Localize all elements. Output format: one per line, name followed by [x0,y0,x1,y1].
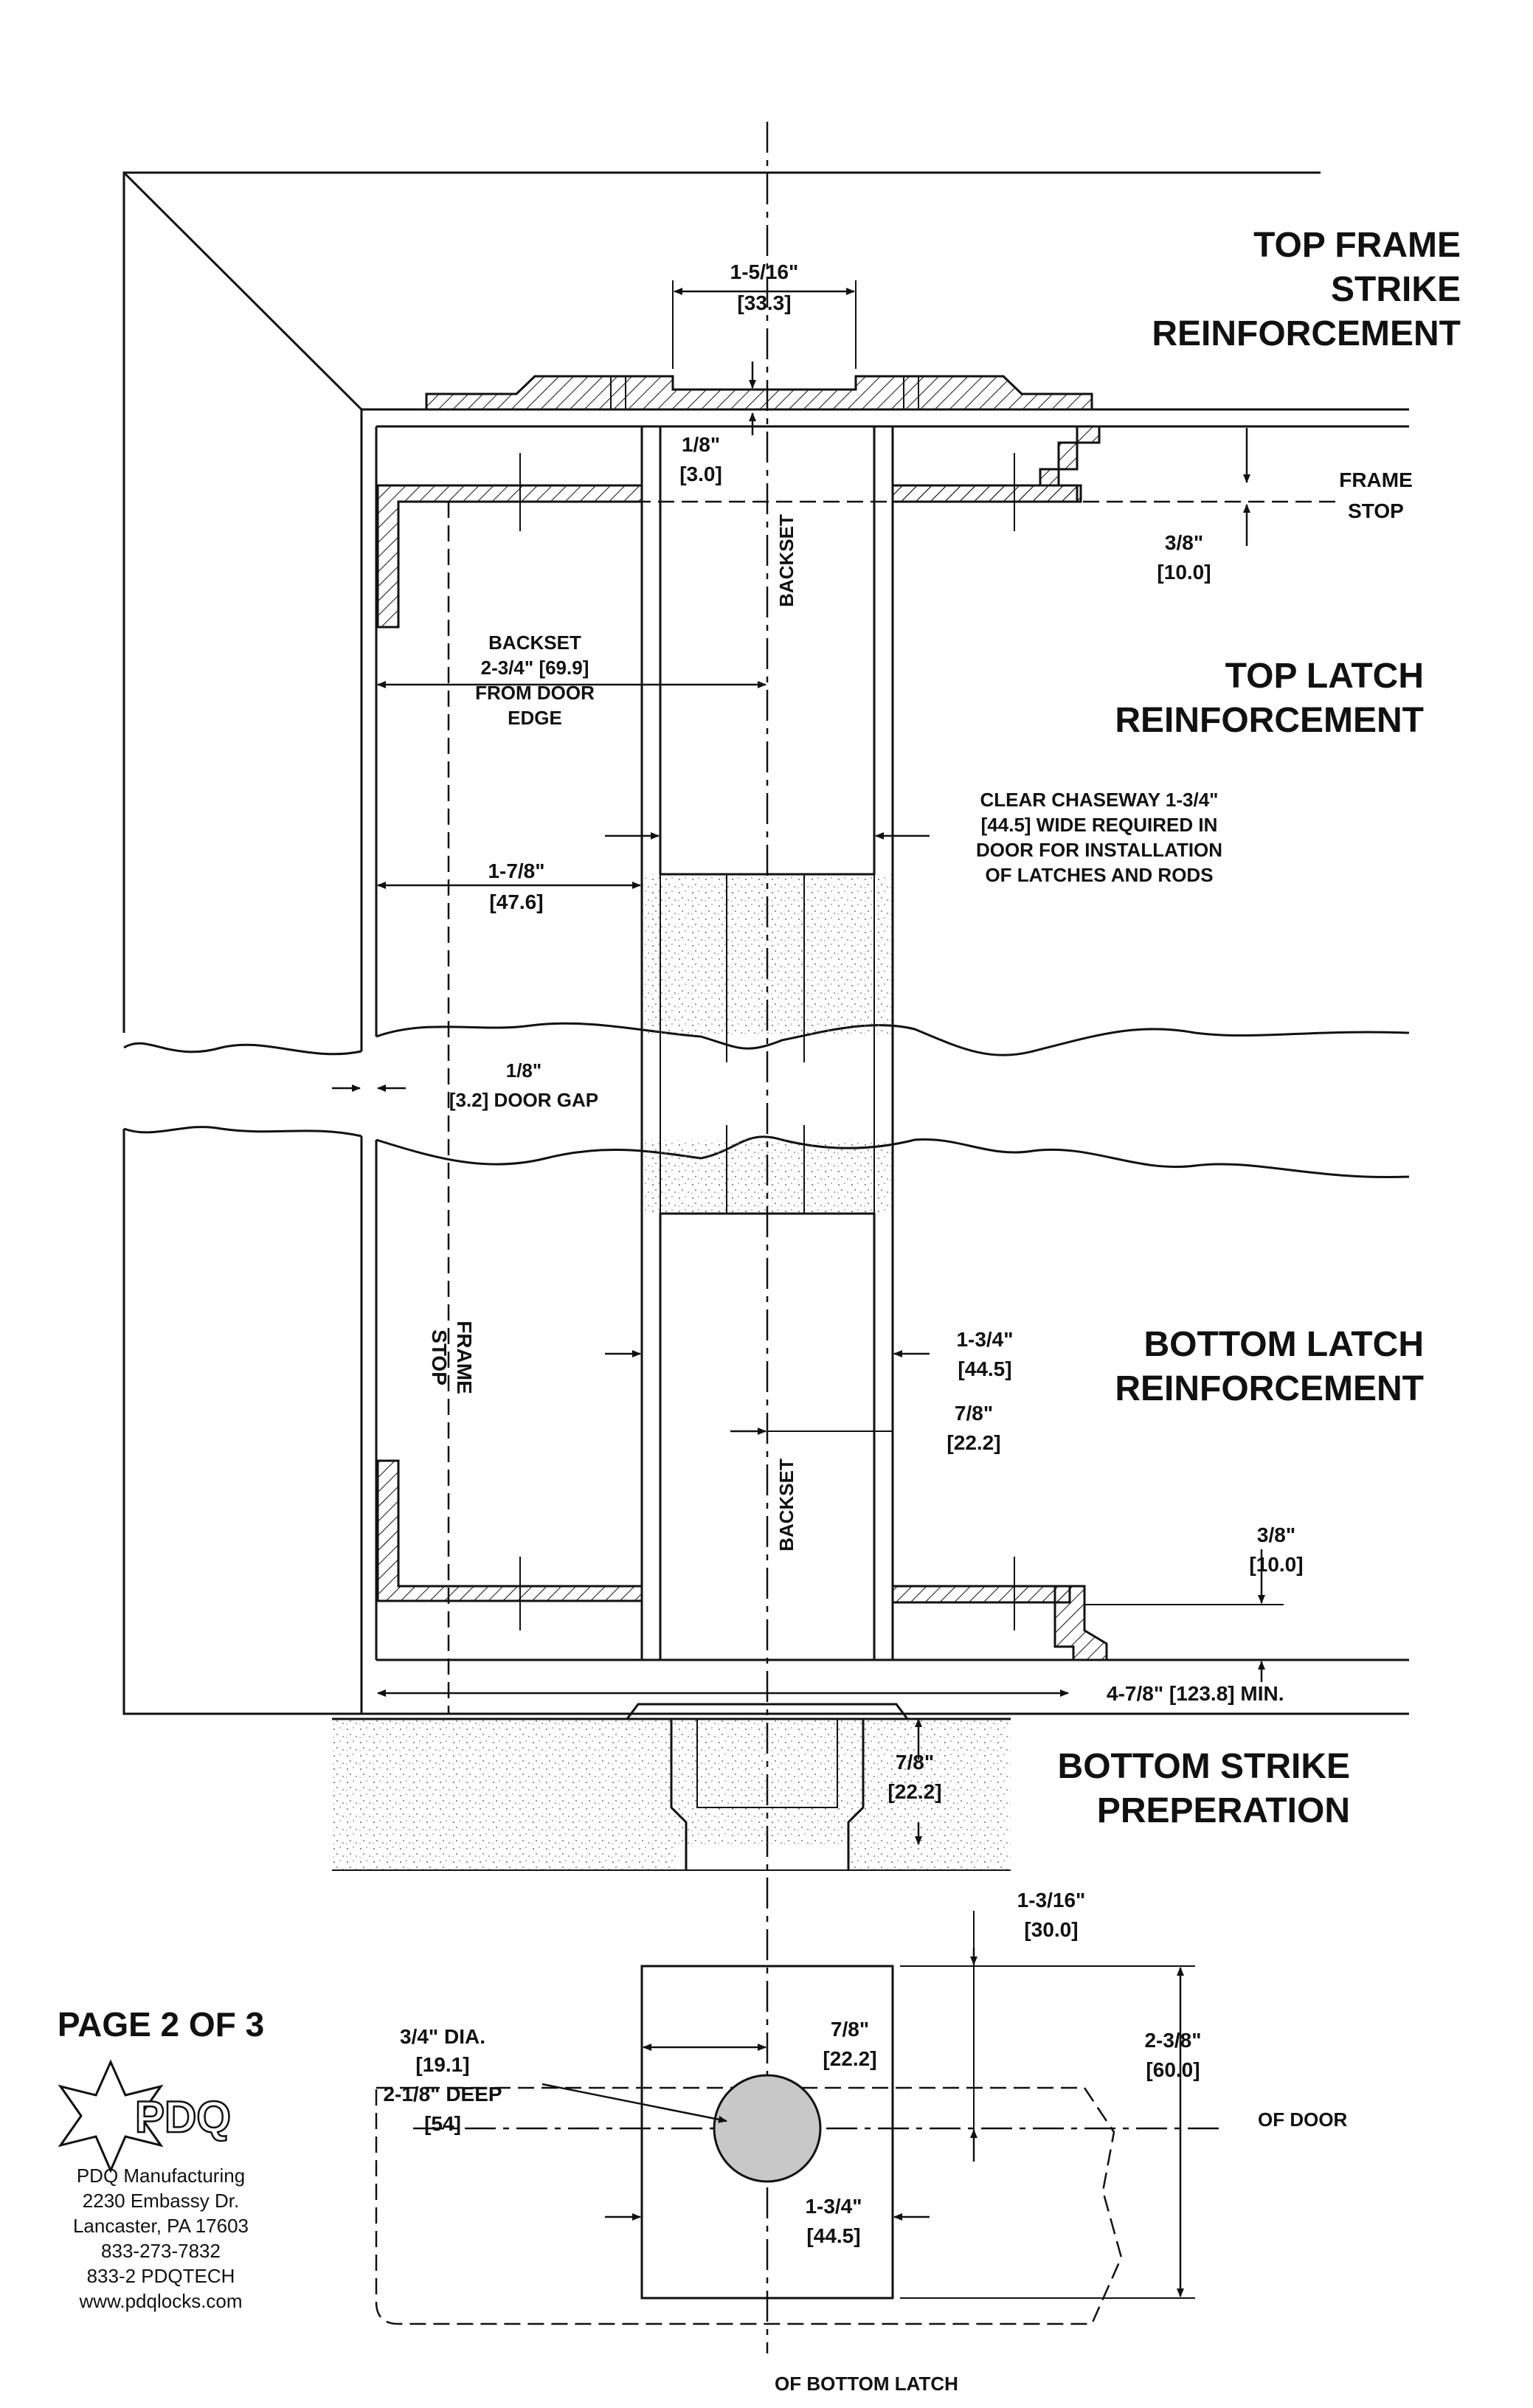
logo-text: PDQ [135,2092,231,2142]
heading-bottom-latch-2: REINFORCEMENT [1115,1369,1424,1408]
company-phone-alt: 833-2 PDQTECH [87,2265,235,2287]
chaseway-note-4: OF LATCHES AND RODS [985,864,1213,886]
star-icon [58,2059,164,2173]
company-name: PDQ Manufacturing [77,2165,245,2187]
dia-note-2: [19.1] [415,2053,469,2076]
dim-2-3-8: 2-3/8" [1144,2029,1201,2052]
heading-top-frame-3: REINFORCEMENT [1152,314,1461,353]
dim-door-gap: 1/8" [506,1059,541,1082]
dim-1-8-top: 1/8" [682,433,720,456]
dim-1-7-8: 1-7/8" [488,859,544,882]
top-latch-reinforcement [376,425,1101,629]
dim-3-8-bottom: 3/8" [1257,1523,1295,1546]
backset-label-top: BACKSET [775,514,797,607]
dia-note-3: 2-1/8" DEEP [383,2083,502,2106]
dim-1-3-4-mid: 1-3/4" [956,1328,1013,1351]
dim-3-8-top-metric: [10.0] [1157,561,1211,584]
dim-1-5-16: 1-5/16" [730,260,799,283]
of-bottom-latch-label: OF BOTTOM LATCH [775,2373,958,2395]
bottom-latch-reinforcement [376,1459,1108,1661]
dim-1-3-16: 1-3/16" [1017,1889,1086,1911]
dim-1-7-8-metric: [47.6] [489,890,543,913]
dia-note-1: 3/4" DIA. [400,2025,485,2048]
frame-stop-label-right-2: STOP [1348,499,1404,522]
dim-door-gap-metric: [3.2] DOOR GAP [449,1089,598,1111]
heading-bottom-strike-1: BOTTOM STRIKE [1058,1747,1350,1786]
frame-stop-label-left: FRAME STOP [428,1321,476,1394]
frame-stop-label-right-1: FRAME [1339,468,1413,491]
heading-top-frame-2: STRIKE [1331,270,1461,309]
dim-7-8-strike-metric: [22.2] [887,1780,941,1803]
dim-1-3-4-plan: 1-3/4" [805,2195,862,2218]
top-strike-plate [425,375,1093,411]
chaseway-note-2: [44.5] WIDE REQUIRED IN [981,814,1218,836]
dim-7-8-plan: 7/8" [831,2018,869,2041]
dim-7-8-strike: 7/8" [896,1751,934,1774]
heading-top-latch-1: TOP LATCH [1225,657,1424,696]
backset-note-2: 2-3/4" [69.9] [481,657,589,679]
dim-1-5-16-metric: [33.3] [737,291,791,314]
backset-label-bottom: BACKSET [775,1459,797,1551]
dim-3-8-bottom-metric: [10.0] [1249,1553,1303,1576]
heading-top-latch-2: REINFORCEMENT [1115,701,1424,740]
chaseway-note-1: CLEAR CHASEWAY 1-3/4" [980,789,1219,811]
dim-7-8-plan-metric: [22.2] [823,2047,876,2070]
dim-7-8-mid: 7/8" [955,1402,993,1425]
backset-note-4: EDGE [508,707,562,729]
page-number: PAGE 2 OF 3 [58,2005,264,2044]
dia-note-4: [54] [424,2112,461,2135]
company-city: Lancaster, PA 17603 [73,2215,249,2237]
dim-2-3-8-metric: [60.0] [1146,2058,1200,2081]
chaseway-note-3: DOOR FOR INSTALLATION [976,839,1222,861]
company-website: www.pdqlocks.com [78,2290,242,2312]
dim-1-8-top-metric: [3.0] [679,463,722,485]
backset-note-3: FROM DOOR [475,682,595,704]
heading-bottom-latch-1: BOTTOM LATCH [1144,1325,1425,1364]
dim-1-3-4-mid-metric: [44.5] [958,1357,1011,1380]
dim-3-8-top: 3/8" [1165,531,1203,554]
latch-hole [713,2074,822,2183]
dim-1-3-16-metric: [30.0] [1024,1918,1078,1941]
dimension-lines [332,280,1284,2297]
frame-stop-label-left-1: FRAME [453,1321,476,1394]
dim-7-8-mid-metric: [22.2] [947,1431,1000,1454]
plan-view [375,1911,1225,2325]
frame-stop-label-left-2: STOP [428,1329,451,1385]
heading-top-frame-1: TOP FRAME [1253,226,1461,265]
pdq-logo: PDQ [58,2059,232,2173]
heading-bottom-strike-2: PREPERATION [1097,1791,1350,1830]
bottom-strike [332,1703,1011,1871]
company-phone: 833-273-7832 [101,2240,221,2262]
dim-4-7-8: 4-7/8" [123.8] MIN. [1107,1682,1284,1705]
dim-1-3-4-plan-metric: [44.5] [806,2224,860,2247]
backset-note-1: BACKSET [488,632,581,654]
center-lines [398,122,1335,2353]
of-door-label: OF DOOR [1258,2108,1348,2131]
company-street: 2230 Embassy Dr. [83,2190,239,2212]
